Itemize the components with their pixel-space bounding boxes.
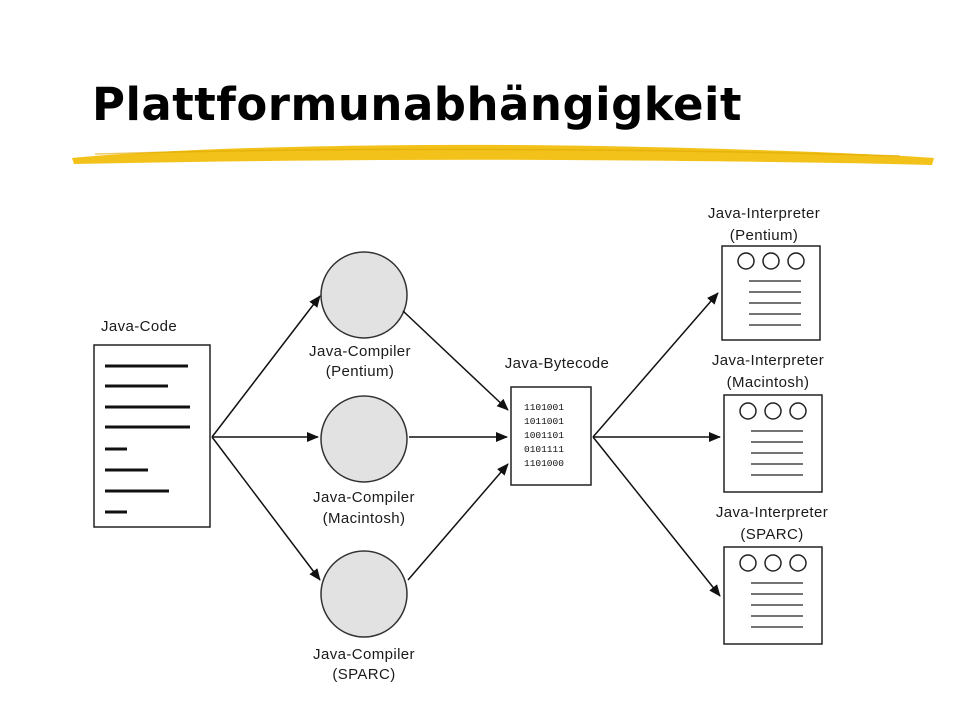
compiler-pentium-circle xyxy=(320,251,408,339)
arrow-bytecode-to-interpreter-sparc xyxy=(592,436,721,597)
compiler-macintosh-label: Java-Compiler xyxy=(313,489,415,506)
interpreter-pentium-sublabel: (Pentium) xyxy=(730,227,799,244)
compiler-pentium-label: Java-Compiler xyxy=(309,343,411,360)
interpreter-macintosh: Java-Interpreter (Macintosh) xyxy=(712,352,824,493)
arrow-code-to-compiler-pentium xyxy=(211,295,321,438)
bytecode-box: 1101001 1011001 1001101 0101111 1101000 xyxy=(510,386,592,486)
bytecode-bits-line: 1101000 xyxy=(524,458,564,469)
arrow-compiler-sparc-to-bytecode xyxy=(407,463,509,581)
compiler-sparc-circle xyxy=(320,550,408,638)
arrow-compiler-pentium-to-bytecode xyxy=(402,310,509,411)
compiler-macintosh: Java-Compiler (Macintosh) xyxy=(313,395,415,527)
interpreter-pentium: Java-Interpreter (Pentium) xyxy=(708,205,821,341)
compiler-pentium-sublabel: (Pentium) xyxy=(326,363,395,380)
compiler-sparc-label: Java-Compiler xyxy=(313,646,415,663)
compiler-pentium: Java-Compiler (Pentium) xyxy=(309,251,411,380)
bytecode-bits-line: 1011001 xyxy=(524,416,564,427)
compiler-sparc: Java-Compiler (SPARC) xyxy=(313,550,415,683)
interpreter-macintosh-sublabel: (Macintosh) xyxy=(727,374,810,391)
interpreter-sparc-label: Java-Interpreter xyxy=(716,504,828,521)
java-code-label: Java-Code xyxy=(101,318,177,335)
interpreter-pentium-label: Java-Interpreter xyxy=(708,205,820,222)
interpreter-sparc-sublabel: (SPARC) xyxy=(740,526,803,543)
java-code-document xyxy=(93,344,211,528)
arrow-code-to-compiler-sparc xyxy=(211,436,321,581)
interpreter-macintosh-label: Java-Interpreter xyxy=(712,352,824,369)
interpreter-sparc: Java-Interpreter (SPARC) xyxy=(716,504,828,645)
bytecode-bits-line: 1101001 xyxy=(524,402,564,413)
bytecode-bits-line: 0101111 xyxy=(524,444,564,455)
bytecode-label: Java-Bytecode xyxy=(505,355,609,372)
compiler-sparc-sublabel: (SPARC) xyxy=(332,666,395,683)
compiler-macintosh-sublabel: (Macintosh) xyxy=(323,510,406,527)
compiler-macintosh-circle xyxy=(320,395,408,483)
arrow-bytecode-to-interpreter-pentium xyxy=(592,292,719,438)
slide-title: Plattformunabhängigkeit xyxy=(92,78,742,131)
bytecode-bits-line: 1001101 xyxy=(524,430,564,441)
